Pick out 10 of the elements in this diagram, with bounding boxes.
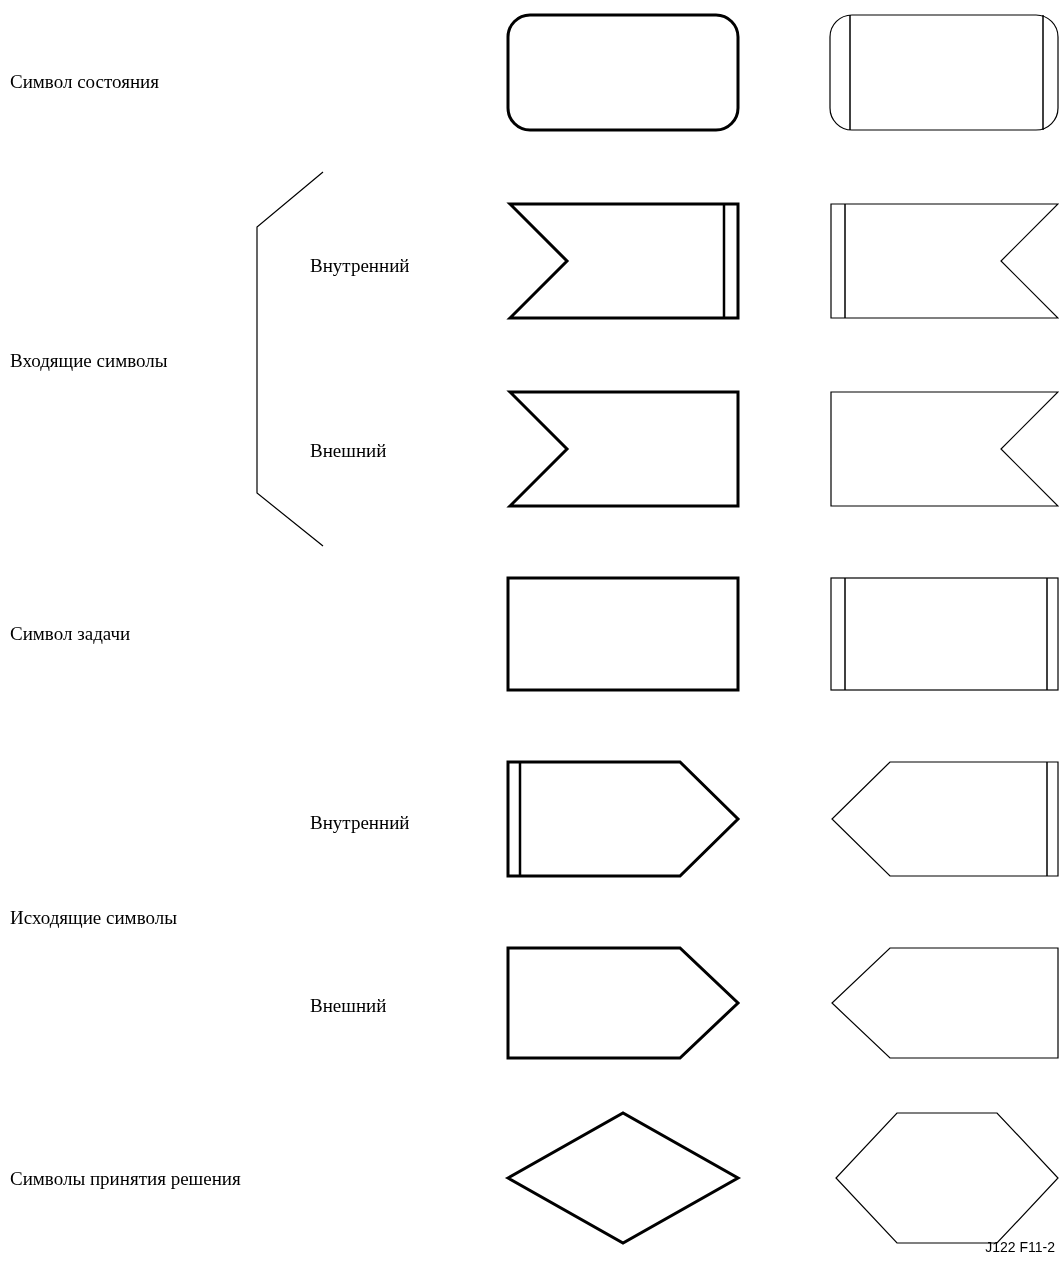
row-label: Символ состояния xyxy=(10,72,160,91)
row-label: Внешний xyxy=(310,441,387,460)
row-label: Символ задачи xyxy=(10,624,131,643)
group-label: Исходящие символы xyxy=(10,908,177,927)
row-label: Внутренний xyxy=(310,813,410,832)
row-label: Символы принятия решения xyxy=(10,1169,241,1188)
row-label: Внешний xyxy=(310,996,387,1015)
group-label: Входящие символы xyxy=(10,351,168,370)
figure-number: J122 F11-2 xyxy=(985,1240,1055,1254)
row-label: Внутренний xyxy=(310,256,410,275)
